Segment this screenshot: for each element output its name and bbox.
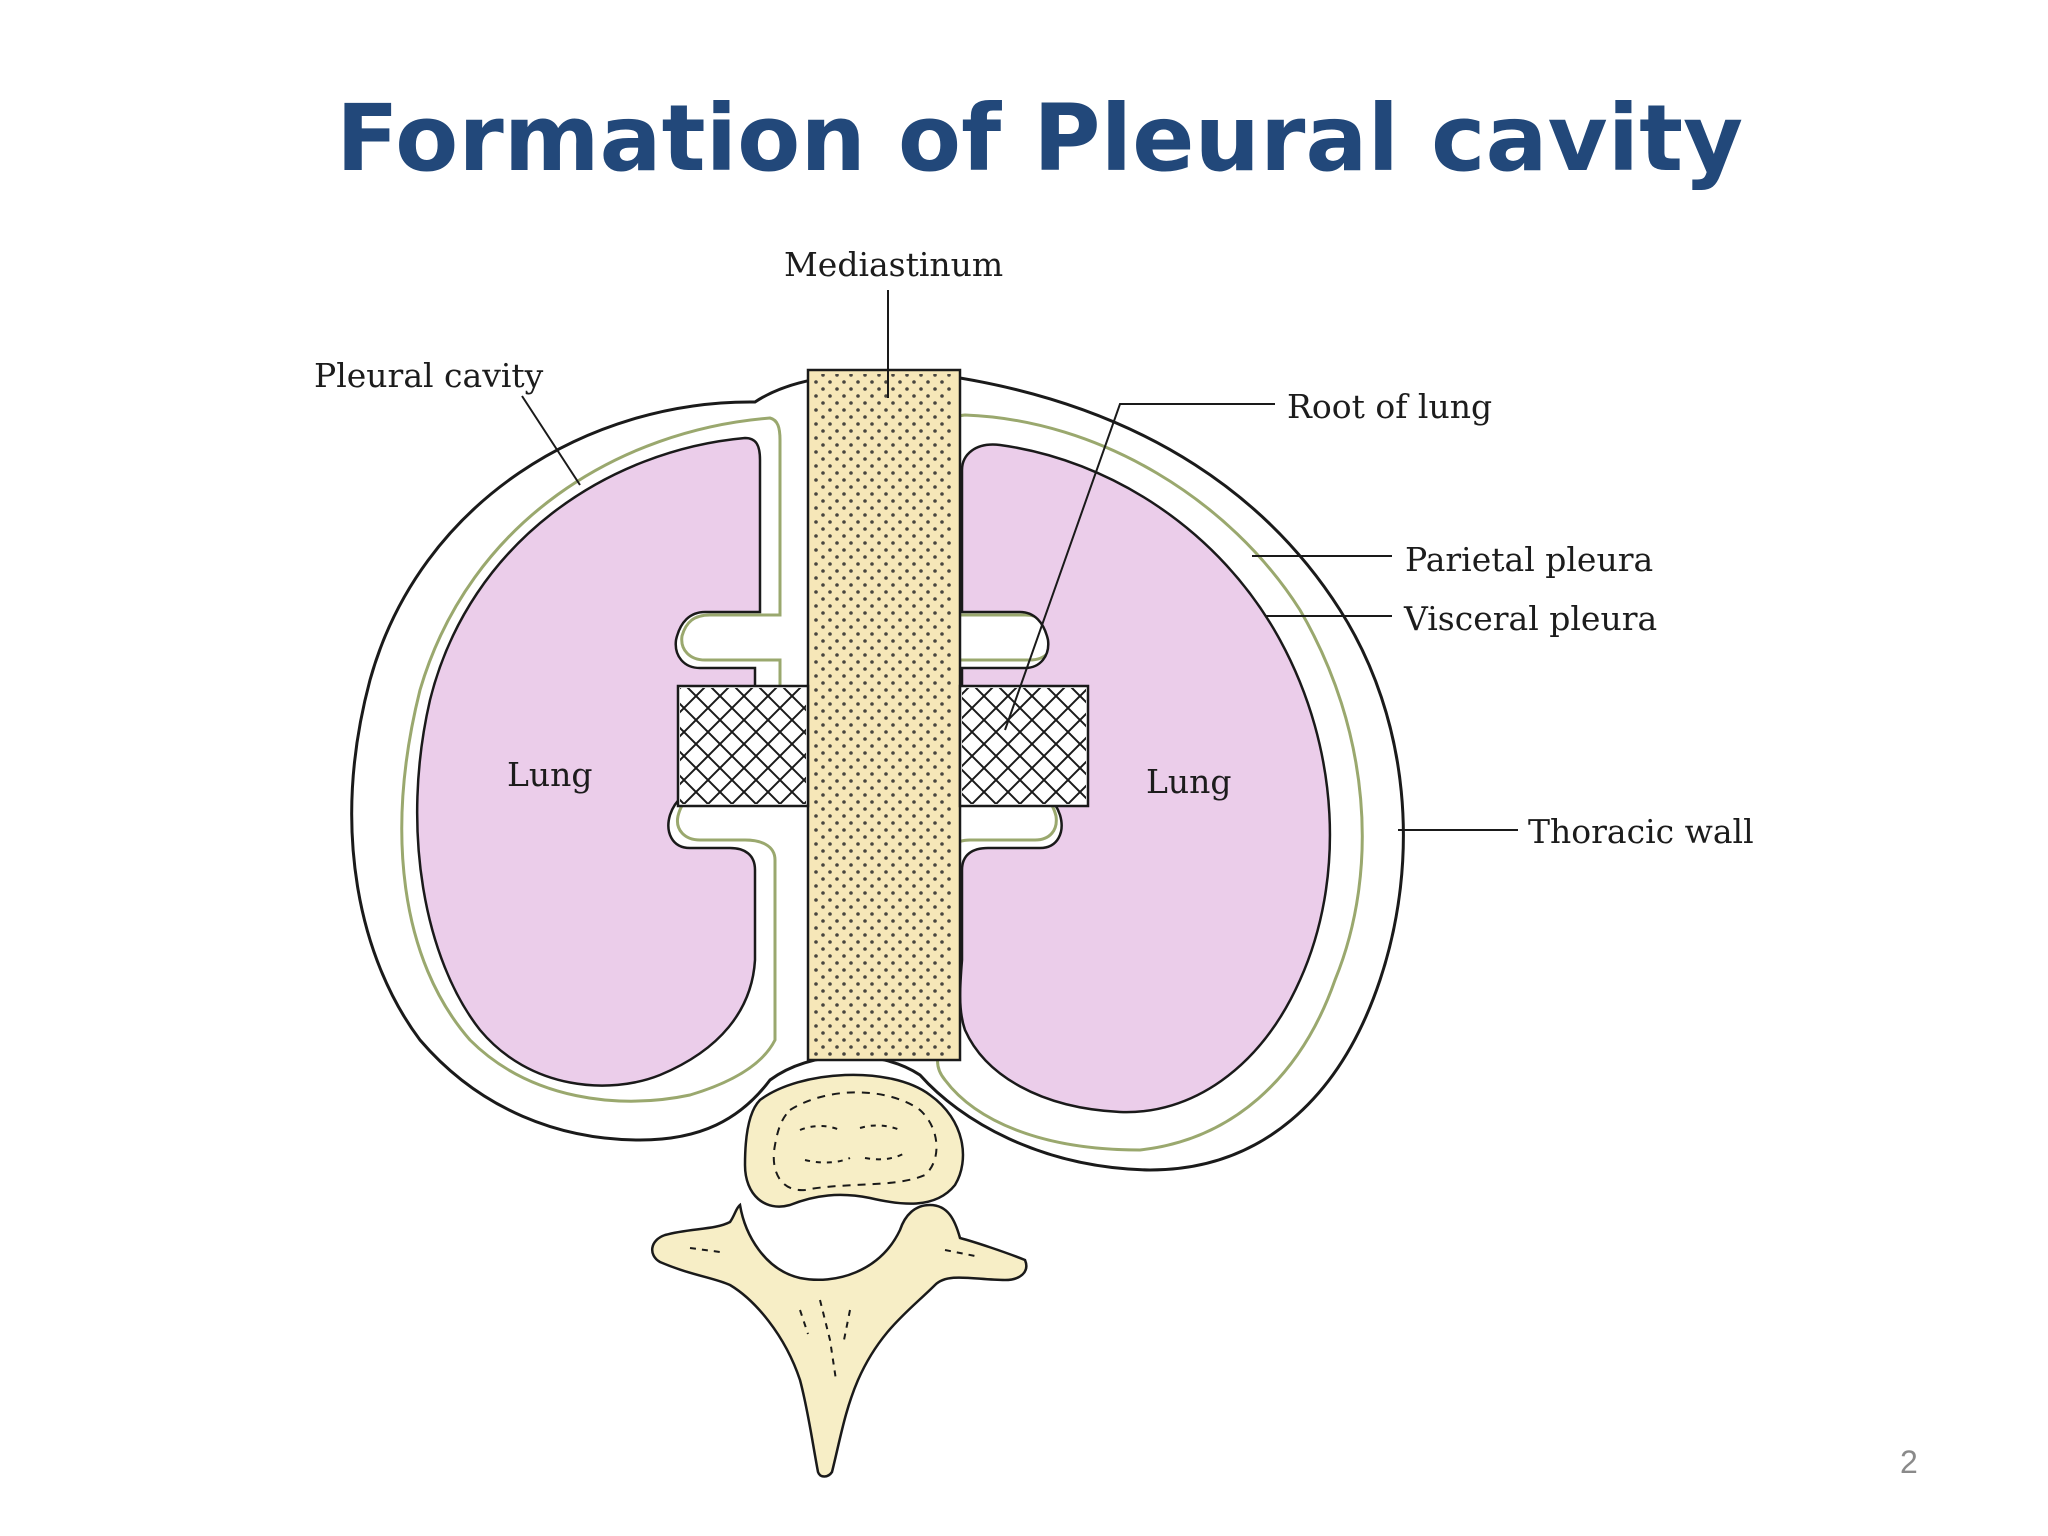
- label-parietal-pleura: Parietal pleura: [1405, 540, 1653, 579]
- lung-left: [415, 436, 762, 1087]
- lung-right: [958, 443, 1332, 1114]
- label-pleural-cavity: Pleural cavity: [314, 356, 544, 395]
- label-lung-left: Lung: [507, 755, 593, 794]
- vertebral-body: [743, 1073, 965, 1208]
- vertebral-arch: [651, 1202, 1028, 1478]
- label-mediastinum: Mediastinum: [784, 245, 1003, 284]
- page-number: 2: [1900, 1444, 1918, 1480]
- slide-title: Formation of Pleural cavity: [336, 85, 1744, 192]
- label-visceral-pleura: Visceral pleura: [1403, 599, 1657, 638]
- label-thoracic-wall: Thoracic wall: [1528, 812, 1754, 851]
- label-lung-right: Lung: [1146, 762, 1232, 801]
- leader-pleural-cavity: [521, 395, 581, 486]
- label-root-of-lung: Root of lung: [1287, 387, 1492, 426]
- leader-root-of-lung: [1004, 403, 1275, 731]
